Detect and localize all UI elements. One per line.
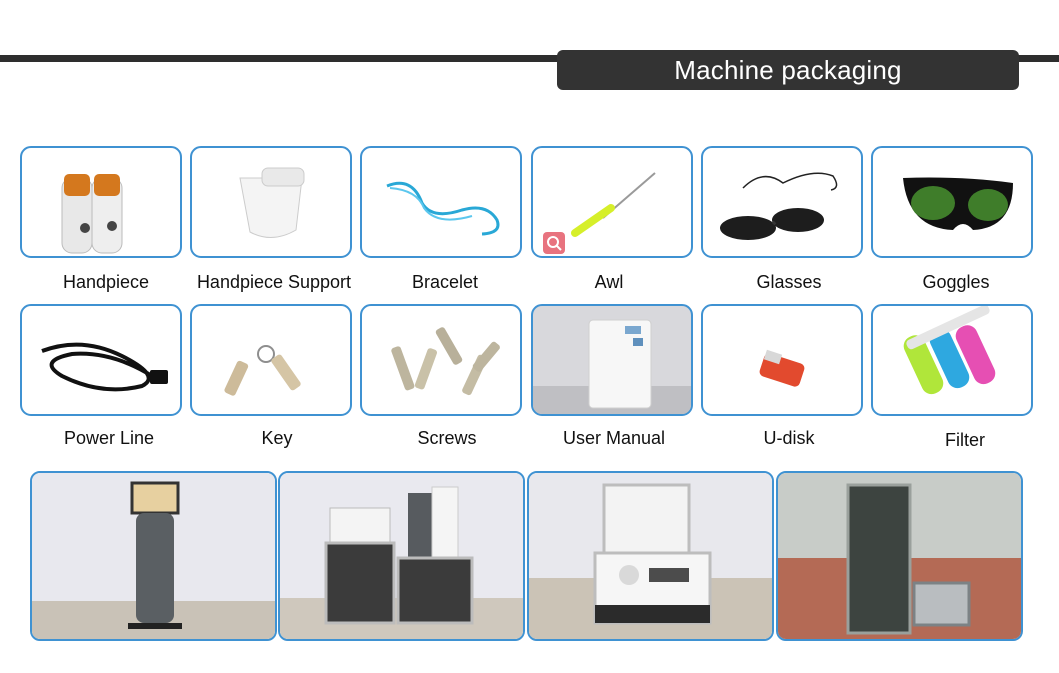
- section-title-banner: Machine packaging: [557, 50, 1019, 90]
- glasses-icon: [720, 172, 838, 240]
- packed-cases-photo: [778, 473, 1021, 639]
- power-line-icon: [41, 342, 168, 392]
- handpiece-icon: [61, 174, 123, 254]
- machine-photo: [32, 473, 275, 639]
- photo-case-open[interactable]: [527, 471, 774, 641]
- tile-screws[interactable]: [360, 304, 522, 416]
- item-label: U-disk: [763, 428, 815, 448]
- boxes-photo: [280, 473, 523, 639]
- tile-awl[interactable]: [531, 146, 693, 258]
- tile-bracelet[interactable]: [360, 146, 522, 258]
- filter-icon: [903, 306, 996, 395]
- goggles-icon: [903, 177, 1013, 230]
- tile-power-line[interactable]: [20, 304, 182, 416]
- photo-packed-cases[interactable]: [776, 471, 1023, 641]
- bracelet-icon: [386, 181, 500, 236]
- item-label: Handpiece Support: [196, 272, 352, 292]
- item-label: Bracelet: [411, 272, 479, 292]
- item-label: Key: [261, 428, 293, 448]
- tile-key[interactable]: [190, 304, 352, 416]
- screws-icon: [391, 327, 500, 396]
- u-disk-icon: [759, 349, 805, 387]
- tile-handpiece-support[interactable]: [190, 146, 352, 258]
- handpiece-support-icon: [239, 167, 305, 238]
- awl-icon: [543, 172, 656, 254]
- tile-handpiece[interactable]: [20, 146, 182, 258]
- item-label: Power Line: [63, 428, 155, 448]
- case-open-photo: [529, 473, 772, 639]
- user-manual-icon: [533, 319, 691, 414]
- tile-glasses[interactable]: [701, 146, 863, 258]
- item-label: Glasses: [756, 272, 822, 292]
- item-label: Handpiece: [62, 272, 150, 292]
- photo-boxes[interactable]: [278, 471, 525, 641]
- tile-u-disk[interactable]: [701, 304, 863, 416]
- item-label: User Manual: [562, 428, 666, 448]
- tile-user-manual[interactable]: [531, 304, 693, 416]
- item-label: Screws: [417, 428, 477, 448]
- key-icon: [224, 345, 301, 396]
- tile-goggles[interactable]: [871, 146, 1033, 258]
- photo-machine[interactable]: [30, 471, 277, 641]
- item-label: Filter: [945, 430, 985, 450]
- item-label: Goggles: [922, 272, 990, 292]
- tile-filter[interactable]: [871, 304, 1033, 416]
- item-label: Awl: [594, 272, 624, 292]
- header-divider-line: [0, 55, 1059, 62]
